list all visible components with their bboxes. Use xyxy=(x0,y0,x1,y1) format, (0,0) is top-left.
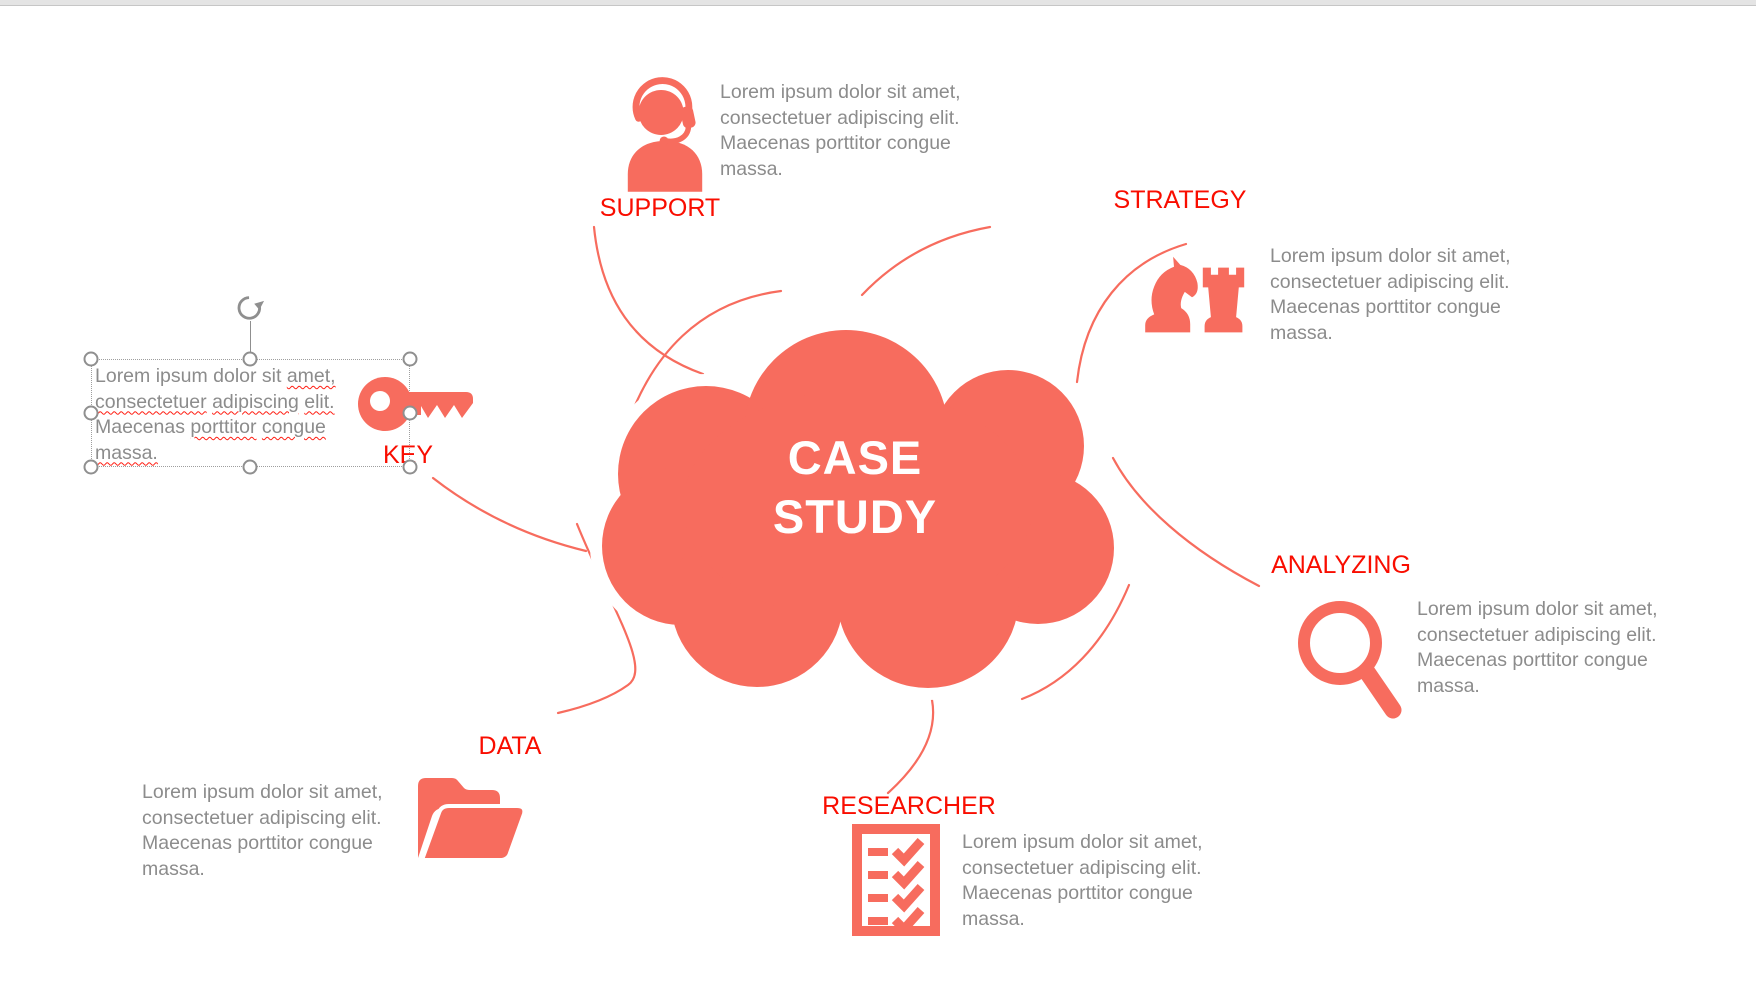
top-toolbar-edge xyxy=(0,0,1756,6)
connector-analyzing xyxy=(1111,456,1261,588)
checklist-icon[interactable] xyxy=(852,824,940,936)
magnifying-glass-icon[interactable] xyxy=(1294,598,1410,724)
selection-handle-e[interactable] xyxy=(402,405,418,421)
label-researcher[interactable]: RESEARCHER xyxy=(822,792,996,820)
researcher-description[interactable]: Lorem ipsum dolor sit amet, consectetuer… xyxy=(962,831,1203,930)
selected-textbox-text[interactable]: Lorem ipsum dolor sit amet,consectetuer … xyxy=(95,365,336,464)
chess-pieces-icon[interactable] xyxy=(1138,246,1246,336)
connector-researcher xyxy=(886,698,935,795)
connector-arc-upper-right xyxy=(1075,242,1188,384)
cloud-title[interactable]: CASE STUDY xyxy=(772,431,938,543)
rotate-handle-stem xyxy=(250,321,251,352)
key-icon[interactable] xyxy=(358,374,478,434)
analyzing-description[interactable]: Lorem ipsum dolor sit amet, consectetuer… xyxy=(1417,598,1658,697)
label-strategy[interactable]: STRATEGY xyxy=(1113,186,1247,214)
connector-support xyxy=(592,225,705,376)
label-support[interactable]: SUPPORT xyxy=(599,194,721,222)
strategy-description[interactable]: Lorem ipsum dolor sit amet, consectetuer… xyxy=(1270,245,1511,344)
selection-handle-s[interactable] xyxy=(242,459,258,475)
selection-handle-se[interactable] xyxy=(402,459,418,475)
selection-handle-n[interactable] xyxy=(242,351,258,367)
open-folder-icon[interactable] xyxy=(414,774,526,862)
selection-handle-ne[interactable] xyxy=(402,351,418,367)
headset-agent-icon[interactable] xyxy=(618,76,712,192)
rotate-handle-icon[interactable] xyxy=(235,292,265,322)
cloud-shape[interactable] xyxy=(602,330,1114,688)
connector-key xyxy=(431,476,588,553)
support-description[interactable]: Lorem ipsum dolor sit amet, consectetuer… xyxy=(720,81,961,180)
label-data[interactable]: DATA xyxy=(478,732,542,760)
selection-handle-nw[interactable] xyxy=(83,351,99,367)
connector-arc-bottom-right xyxy=(1020,583,1131,701)
label-analyzing[interactable]: ANALYZING xyxy=(1271,551,1411,579)
connector-strategy xyxy=(860,225,992,297)
selection-handle-w[interactable] xyxy=(83,405,99,421)
data-description[interactable]: Lorem ipsum dolor sit amet, consectetuer… xyxy=(142,781,383,880)
selection-handle-sw[interactable] xyxy=(83,459,99,475)
